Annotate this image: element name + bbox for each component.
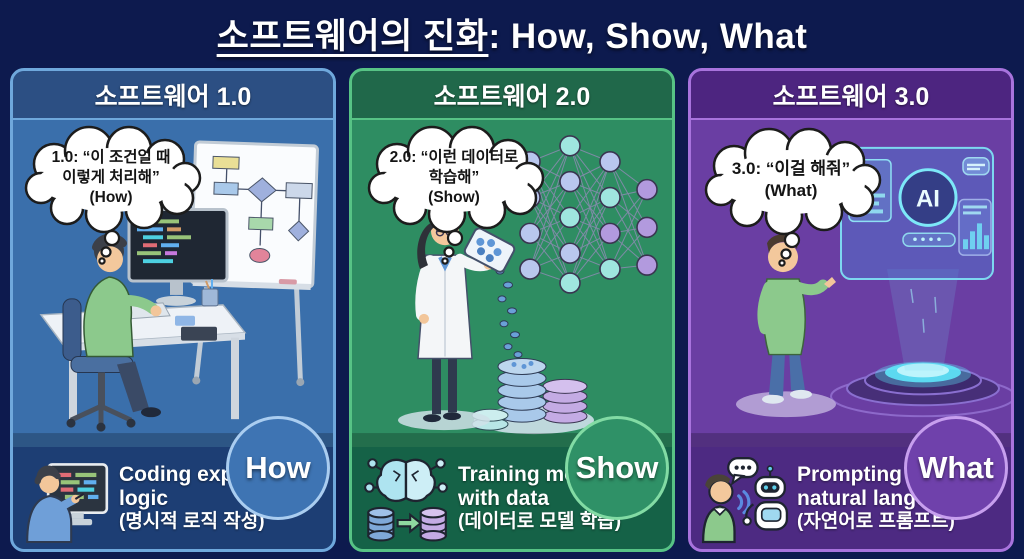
hologram-base-icon — [830, 361, 1011, 418]
brain-data-icon — [364, 458, 448, 542]
panel-1-header: 소프트웨어 1.0 — [13, 71, 333, 120]
pen-cup-icon — [201, 279, 219, 307]
thought-cloud-icon — [704, 127, 882, 267]
thought-text-2: 2.0: “이런 데이터로 학습해” (Show) — [389, 149, 519, 207]
caption-3-kr: (자연어로 프롬프트) — [797, 511, 955, 533]
developer-person-icon — [83, 233, 162, 418]
person-coding-icon — [26, 463, 109, 544]
chart-card-icon — [958, 198, 992, 256]
panel-3-header: 소프트웨어 3.0 — [691, 71, 1011, 120]
falling-data-icon — [495, 267, 523, 359]
phone-icon — [175, 315, 195, 326]
database-icon — [367, 506, 395, 542]
thought-bubble-2: 2.0: “이런 데이터로 학습해” (Show) — [362, 124, 546, 266]
panel-software-2: 소프트웨어 2.0 — [349, 68, 675, 552]
thought-text-3: 3.0: “이걸 해줘” (What) — [731, 159, 851, 201]
human-robot-chat-icon — [701, 457, 789, 544]
thought-bubble-1: 1.0: “이 조건일 때 이렇게 처리해” (How) — [19, 124, 203, 266]
data-disc-stacks-icon — [471, 358, 588, 431]
database-icon — [419, 506, 447, 542]
chat-bubble-icon — [727, 457, 759, 486]
thought-bubble-3: 3.0: “이걸 해줘” (What) — [699, 126, 883, 268]
thought-cloud-icon — [24, 125, 202, 265]
panel-3-body: AI — [691, 120, 1011, 520]
tablet-icon — [181, 326, 217, 341]
robot-icon — [742, 465, 789, 531]
page-title-english: : How, Show, What — [488, 17, 808, 56]
panel-3-footer: Prompting with natural language (자연어로 프롬… — [691, 447, 1011, 549]
panel-2-body: 2.0: “이런 데이터로 학습해” (Show) Show — [352, 120, 672, 520]
chat-bubble-icon — [962, 157, 990, 176]
panel-1-body: 1.0: “이 조건일 때 이렇게 처리해” (How) How — [13, 120, 333, 520]
page-title-korean: 소프트웨어의 진화 — [216, 17, 489, 56]
panel-software-1: 소프트웨어 1.0 — [10, 68, 336, 552]
developer-illustration — [13, 140, 333, 447]
badge-how: How — [226, 416, 330, 520]
standing-person-icon — [736, 234, 836, 418]
thought-cloud-icon — [367, 125, 545, 265]
caption-2-kr: (데이터로 모델 학습) — [458, 511, 622, 533]
badge-show: Show — [565, 416, 669, 520]
panel-software-3: 소프트웨어 3.0 — [688, 68, 1014, 552]
speaking-person-icon — [701, 474, 736, 544]
sound-waves-icon — [737, 490, 751, 515]
ai-label: AI — [916, 186, 940, 213]
badge-what: What — [904, 416, 1008, 520]
page-title: 소프트웨어의 진화: How, Show, What — [0, 8, 1024, 59]
scientist-person-icon — [398, 211, 516, 431]
panel-2-header: 소프트웨어 2.0 — [352, 71, 672, 120]
arrow-icon — [396, 512, 423, 534]
office-chair-icon — [62, 298, 136, 432]
thought-text-1: 1.0: “이 조건일 때 이렇게 처리해” (How) — [51, 149, 171, 207]
scientist-illustration — [352, 135, 672, 447]
caption-1-kr: (명시적 로직 작성) — [119, 511, 265, 533]
